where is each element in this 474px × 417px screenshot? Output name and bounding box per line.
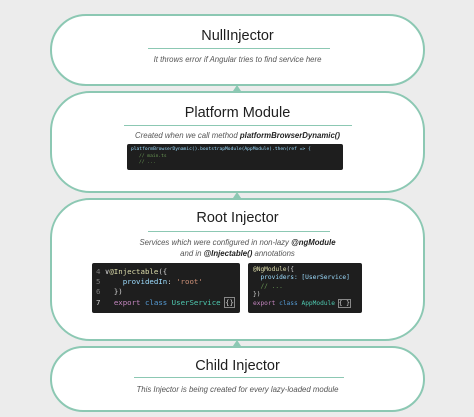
code-token: }): [113, 287, 123, 297]
arrow-up-icon: [233, 340, 241, 346]
child-injector-description: This Injector is being created for every…: [136, 385, 339, 394]
code-token: class: [279, 299, 298, 307]
code-line: 6 }): [96, 287, 236, 297]
code-token: :: [167, 277, 177, 287]
child-injector-divider: [134, 377, 344, 378]
platform-module-desc-method: platformBrowserDynamic(): [239, 131, 340, 140]
line-number: 5: [96, 277, 101, 287]
null-injector-title: NullInjector: [201, 28, 274, 44]
platform-module-title: Platform Module: [184, 105, 291, 121]
child-injector-card: Child Injector This Injector is being cr…: [50, 346, 425, 412]
root-desc-ngmodule: @ngModule: [291, 238, 336, 247]
code-line: // ...: [253, 283, 357, 291]
code-token: 'root': [176, 277, 203, 287]
code-line: @NgModule({: [253, 266, 357, 274]
injectable-code-snippet: 4 ∨@Injectable({ 5 providedIn: 'root' 6 …: [92, 263, 240, 313]
arrow-up-icon: [233, 192, 241, 198]
platform-module-description: Created when we call method platformBrow…: [52, 130, 423, 141]
code-token: {}: [224, 296, 235, 308]
line-number: 7: [96, 297, 101, 307]
root-injector-title: Root Injector: [196, 210, 279, 226]
code-line: 4 ∨@Injectable({: [96, 267, 236, 277]
code-line: // main.ts: [139, 153, 167, 159]
root-injector-divider: [148, 231, 330, 232]
arrow-up-icon: [233, 85, 241, 91]
root-desc-text: Services which were configured in non-la…: [139, 238, 292, 247]
code-token: AppModule: [301, 299, 335, 307]
code-line: 5 providedIn: 'root': [96, 277, 236, 287]
code-line: providers: [UserService]: [253, 274, 357, 282]
code-token: providers: [260, 274, 294, 282]
code-line: }): [253, 291, 357, 299]
code-line: 7 export class UserService {}: [96, 296, 236, 308]
code-token: UserService: [171, 297, 221, 307]
code-token: }): [253, 291, 261, 299]
line-number: 6: [96, 287, 101, 297]
code-token: { }: [337, 298, 351, 308]
platform-module-card: Platform Module Created when we call met…: [50, 91, 425, 193]
root-desc-text: and in: [180, 249, 204, 258]
platform-module-divider: [124, 125, 352, 126]
code-token: ({: [286, 266, 294, 273]
root-desc-text: annotations: [252, 249, 295, 258]
platform-code-snippet: platformBrowserDynamic().bootstrapModule…: [127, 144, 343, 170]
code-line: export class AppModule { }: [253, 298, 357, 308]
code-token: class: [144, 297, 168, 307]
fold-chevron-icon: ∨: [104, 267, 110, 276]
root-injector-description: Services which were configured in non-la…: [52, 237, 423, 259]
code-token: // ...: [260, 282, 283, 290]
code-token: export: [113, 297, 141, 307]
null-injector-divider: [148, 48, 330, 49]
root-desc-injectable: @Injectable(): [203, 249, 253, 258]
ngmodule-code-snippet: @NgModule({ providers: [UserService] // …: [248, 263, 362, 313]
line-number: 4: [96, 267, 101, 276]
code-token: @NgModule: [253, 266, 287, 273]
root-injector-card: Root Injector Services which were config…: [50, 198, 425, 341]
code-token: providedIn: [122, 277, 168, 287]
null-injector-card: NullInjector It throws error if Angular …: [50, 14, 425, 86]
code-token: : [UserService]: [293, 274, 350, 282]
platform-module-desc-text: Created when we call method: [135, 131, 240, 140]
code-token: export: [253, 299, 276, 307]
code-line: // ...: [139, 160, 156, 166]
code-line: platformBrowserDynamic().bootstrapModule…: [131, 147, 311, 152]
child-injector-title: Child Injector: [195, 358, 280, 374]
code-token: ({: [158, 267, 168, 276]
null-injector-description: It throws error if Angular tries to find…: [153, 55, 322, 64]
code-token: @Injectable: [109, 267, 159, 276]
